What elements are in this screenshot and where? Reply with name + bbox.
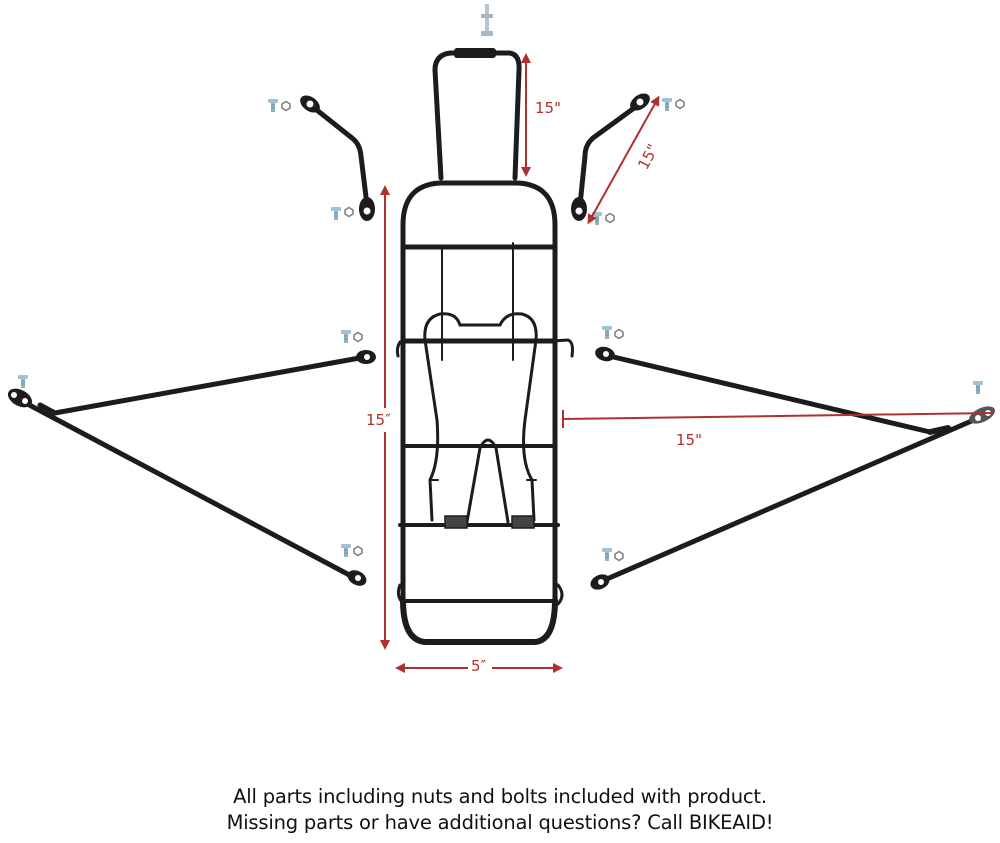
- right-v-strut-part: [590, 346, 996, 590]
- nut-icon: [614, 550, 624, 562]
- rack-length-dimension-label: 15″: [366, 411, 391, 429]
- upper-left-strut-part: [300, 95, 375, 221]
- nut-icon: [614, 328, 624, 340]
- side-strut-dimension-label: 15": [676, 431, 702, 449]
- bolt-icon: [267, 98, 279, 113]
- nut-icon: [353, 545, 363, 557]
- rack-width-dimension-label: 5″: [471, 657, 487, 675]
- bolt-icon: [17, 374, 29, 389]
- left-v-strut-part: [7, 350, 376, 586]
- top-loop-part: [432, 48, 522, 181]
- caption-line-2: Missing parts or have additional questio…: [226, 811, 774, 834]
- nut-icon: [353, 331, 363, 343]
- upper-strut-dimension: [587, 95, 660, 225]
- bolt-icon: [601, 547, 613, 562]
- bolt-icon: [340, 329, 352, 344]
- top-loop-dimension-label: 15": [535, 99, 561, 117]
- bolt-icon: [330, 206, 342, 221]
- nut-icon: [281, 100, 291, 112]
- nut-icon: [605, 212, 615, 224]
- main-rack-part: [395, 180, 574, 645]
- side-strut-dimension: [562, 410, 994, 428]
- bolt-icon: [601, 325, 613, 340]
- bolt-icon: [340, 543, 352, 558]
- nut-icon: [344, 206, 354, 218]
- bolt-icon: [972, 380, 984, 395]
- top-bolt-icon: [481, 4, 493, 36]
- caption-line-1: All parts including nuts and bolts inclu…: [233, 785, 767, 808]
- nut-icon: [675, 98, 685, 110]
- caption: All parts including nuts and bolts inclu…: [0, 784, 1000, 836]
- bolt-icon: [661, 97, 673, 112]
